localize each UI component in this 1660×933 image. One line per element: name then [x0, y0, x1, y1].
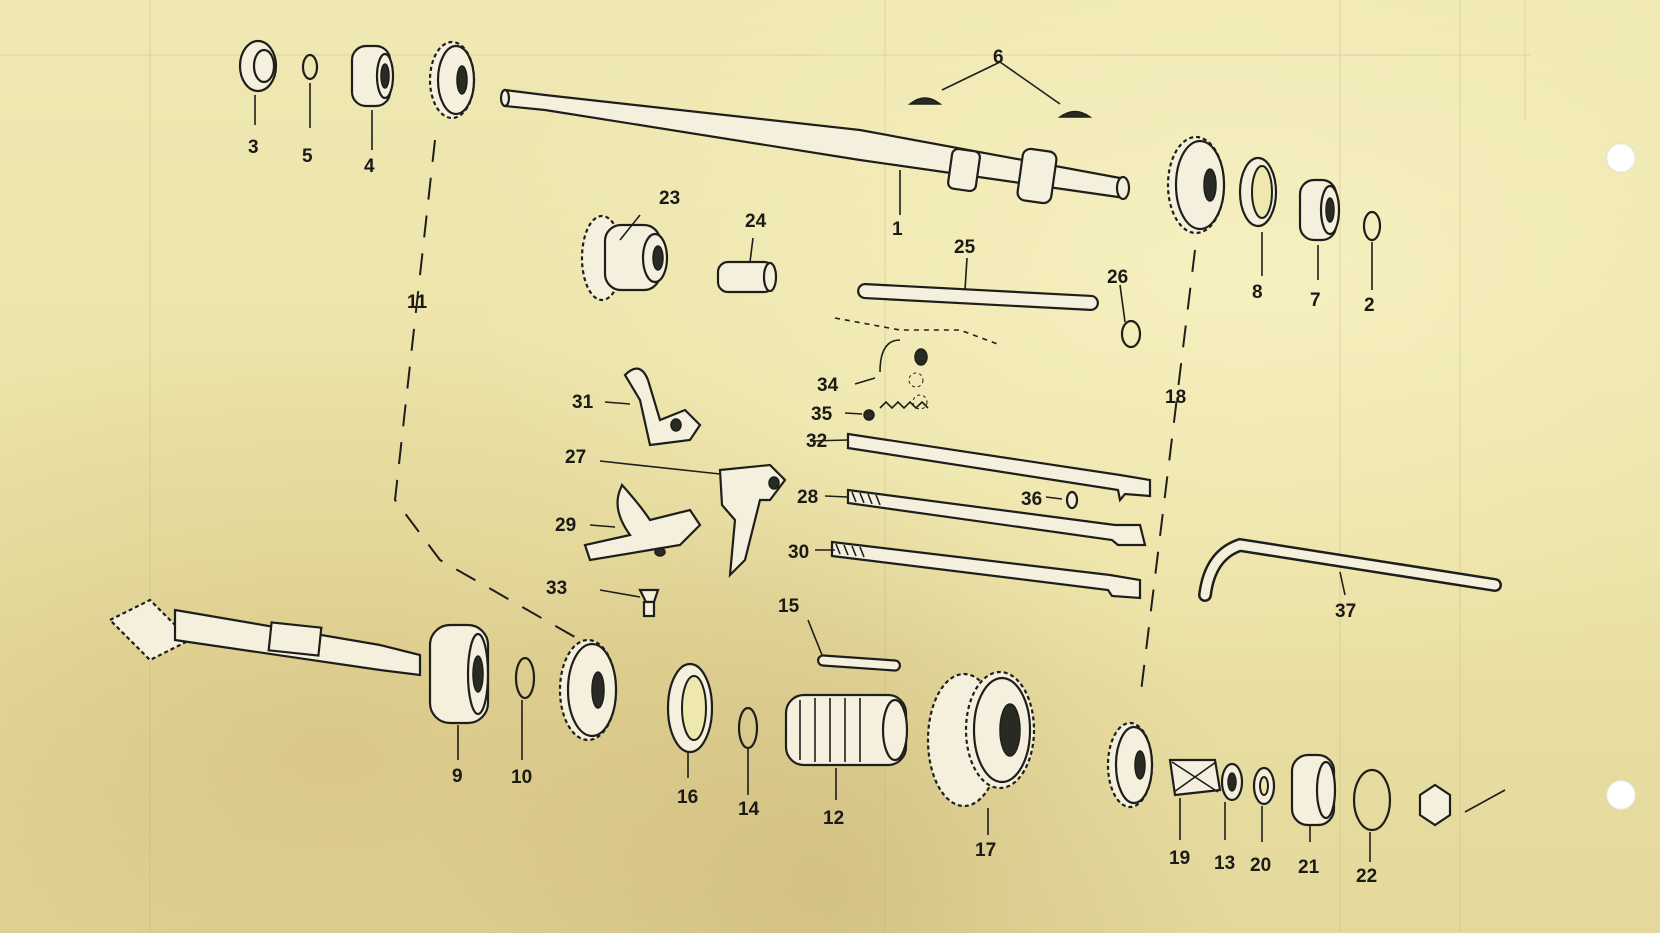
part-25-shift-rod: [857, 282, 1099, 312]
part-21-ball-bearing: [1290, 753, 1337, 827]
callout-26: 26: [1107, 267, 1128, 288]
callout-34: 34: [817, 375, 839, 396]
part-14-circlip: [737, 706, 759, 750]
callout-10: 10: [511, 767, 532, 788]
callout-23: 23: [659, 188, 680, 209]
callout-33: 33: [546, 578, 567, 599]
part-24-sleeve: [716, 260, 778, 294]
callout-9: 9: [452, 766, 463, 787]
callout-11: 11: [407, 292, 428, 313]
part-11-gear-top: [428, 40, 476, 120]
assembly-lines: [393, 139, 1196, 701]
callout-36: 36: [1021, 489, 1042, 510]
callout-37: 37: [1335, 601, 1356, 622]
part-26-circlip: [1120, 319, 1142, 349]
part-5-circlip: [301, 53, 319, 81]
callout-12: 12: [823, 808, 844, 829]
part-8-thrust-washer: [1238, 156, 1278, 228]
callout-14: 14: [738, 799, 760, 820]
part-16-seal-ring: [666, 662, 714, 754]
callout-4: 4: [364, 156, 375, 177]
part-11-gear-bottom: [558, 638, 618, 742]
part-18-gear-small: [1106, 721, 1154, 809]
part-13-ring: [1220, 762, 1244, 802]
callout-32: 32: [806, 431, 827, 452]
part-4-ball-bearing: [350, 44, 395, 108]
part-9-ball-bearing: [428, 623, 490, 725]
callout-28: 28: [797, 487, 818, 508]
callout-30: 30: [788, 542, 809, 563]
leader-lines: [254, 83, 1373, 862]
part-18-gear-large: [1166, 135, 1226, 235]
part-30-selector-rod: [830, 540, 1142, 600]
callout-24: 24: [745, 211, 767, 232]
part-20-washer: [1252, 766, 1276, 806]
callout-1: 1: [892, 219, 903, 240]
part-28-selector-rod: [846, 488, 1147, 547]
callout-31: 31: [572, 392, 594, 413]
punch-hole-bottom: [1606, 780, 1636, 810]
part-37-hex-wrench: [1198, 537, 1502, 602]
callout-20: 20: [1250, 855, 1271, 876]
callout-labels: 1 2 3 4 5 6 7 8 9 10 11 12 13 14 15 16 1…: [248, 47, 1377, 887]
castle-nut-and-cotter-pin: [1418, 783, 1506, 827]
pinion-shaft: [108, 598, 422, 677]
part-34-detent-spring: [879, 348, 929, 410]
part-32-selector-rod: [846, 432, 1152, 503]
part-19-sleeve: [1168, 758, 1222, 797]
callout-7: 7: [1310, 290, 1321, 311]
part-6-woodruff-keys: [907, 61, 1093, 118]
callout-13: 13: [1214, 853, 1235, 874]
part-15-pin: [816, 654, 902, 672]
callout-3: 3: [248, 137, 259, 158]
part-3-roller-bearing: [238, 39, 278, 93]
part-35-detent-ball: [863, 409, 875, 421]
part-33-screw: [638, 588, 660, 618]
part-12-splined-sleeve: [784, 693, 909, 767]
callout-19: 19: [1169, 848, 1190, 869]
callout-18: 18: [1165, 387, 1186, 408]
callout-35: 35: [811, 404, 833, 425]
callout-8: 8: [1252, 282, 1263, 303]
callout-6: 6: [993, 47, 1004, 68]
part-31-selector-fork: [623, 367, 702, 447]
punch-hole-top: [1606, 143, 1636, 173]
part-23-cluster-gear: [580, 214, 669, 302]
part-36-pin: [1065, 490, 1079, 510]
part-7-ball-bearing: [1298, 178, 1341, 242]
callout-5: 5: [302, 146, 313, 167]
part-1-main-shaft: [499, 88, 1131, 205]
callout-25: 25: [954, 237, 976, 258]
housing-fragment: [834, 317, 1001, 373]
callout-2: 2: [1364, 295, 1375, 316]
part-2-circlip: [1362, 210, 1382, 242]
part-10-circlip: [514, 656, 536, 700]
callout-15: 15: [778, 596, 800, 617]
part-17-double-gear: [926, 670, 1036, 808]
part-27-selector-fork: [718, 463, 787, 578]
part-22-circlip: [1352, 768, 1392, 832]
callout-21: 21: [1298, 857, 1320, 878]
callout-17: 17: [975, 840, 996, 861]
callout-16: 16: [677, 787, 698, 808]
part-29-selector-fork: [583, 482, 702, 562]
callout-29: 29: [555, 515, 576, 536]
callout-27: 27: [565, 447, 586, 468]
callout-22: 22: [1356, 866, 1377, 887]
